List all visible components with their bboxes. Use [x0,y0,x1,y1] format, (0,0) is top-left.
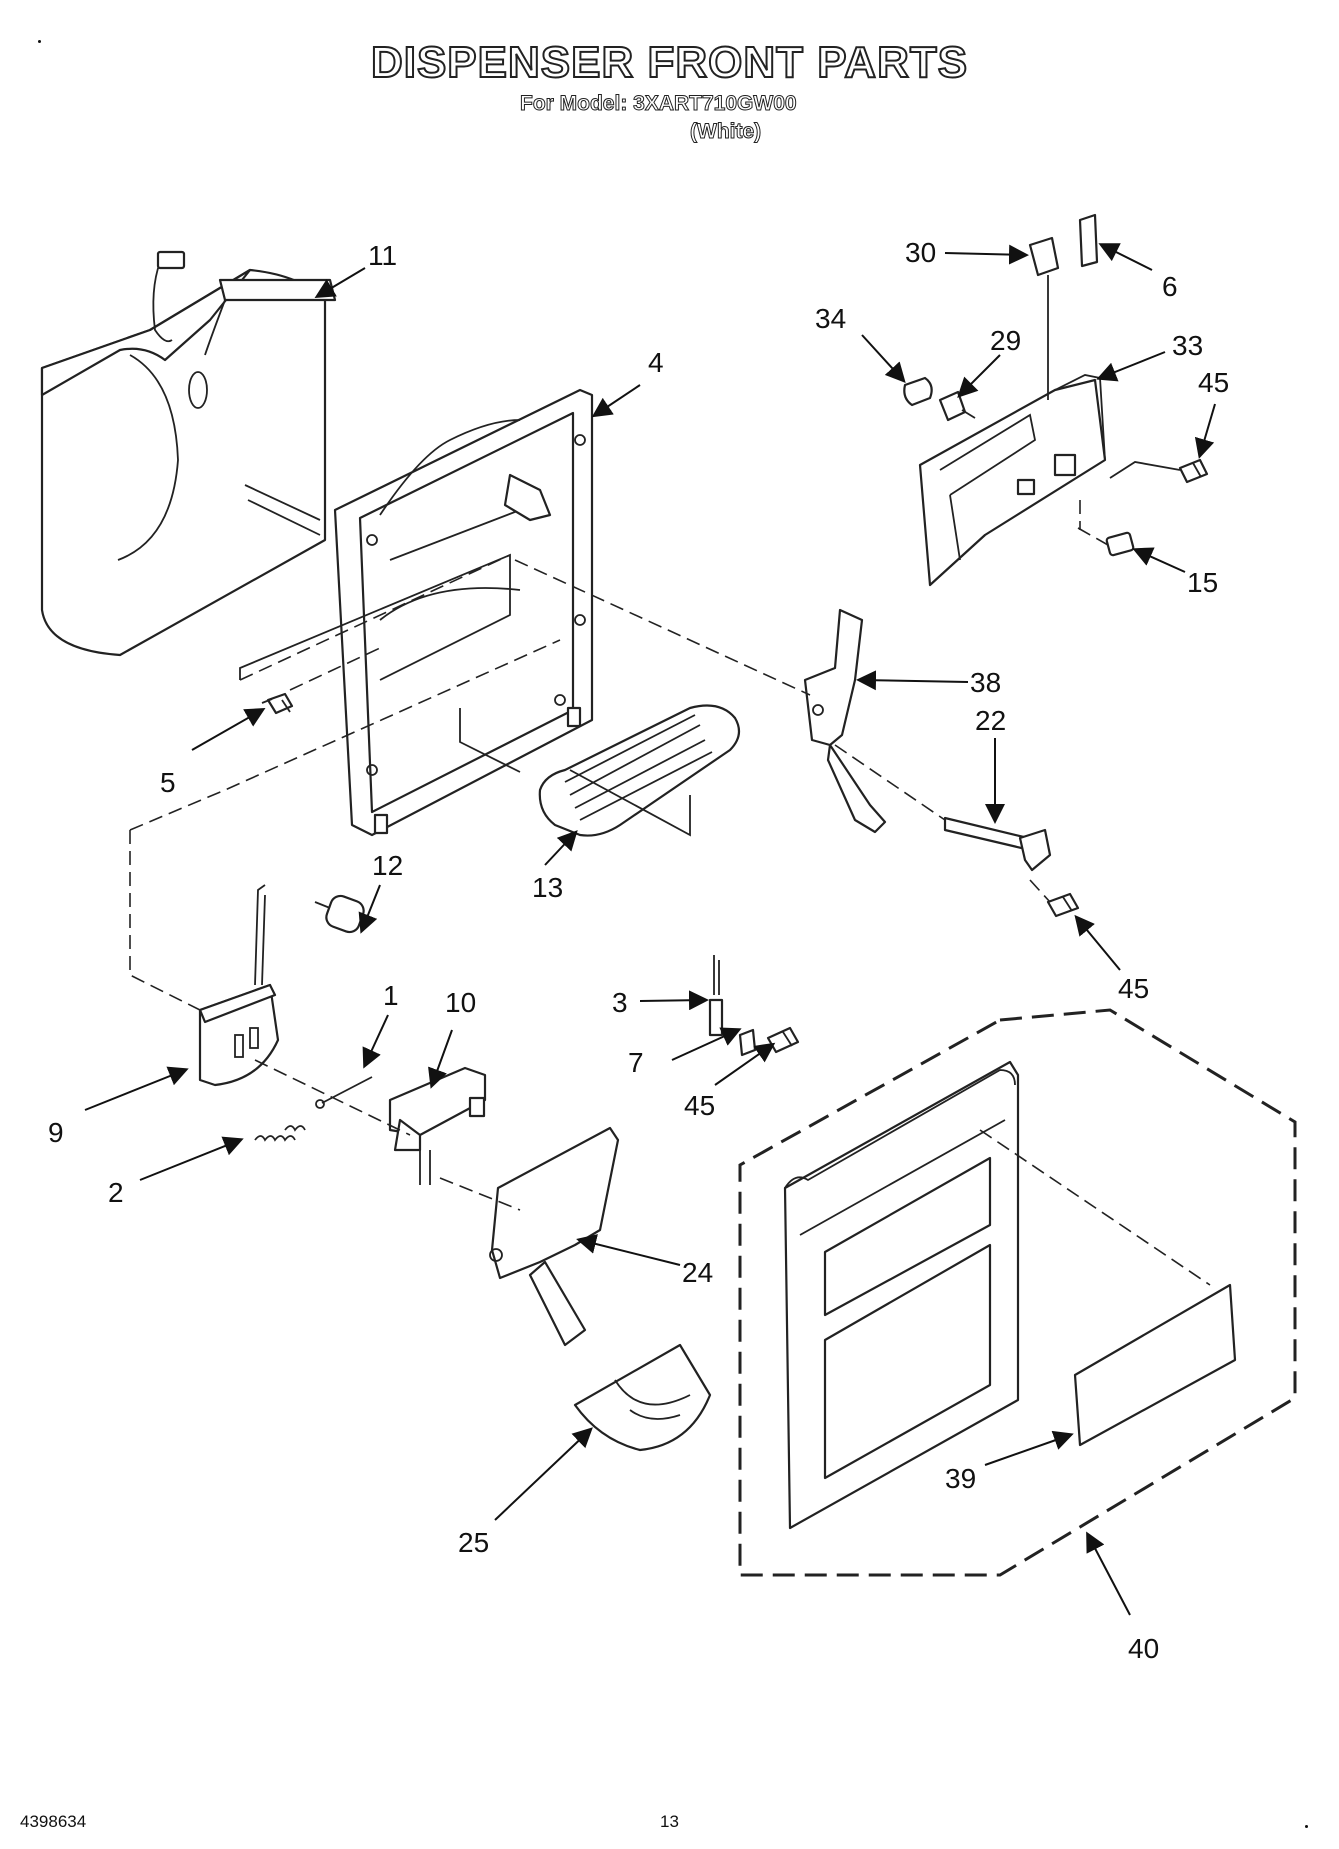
callout-12: 12 [372,850,403,881]
part-39-panel [783,1060,1237,1530]
part-12-solenoid [314,894,365,934]
part-38-lever [803,608,887,834]
callout-22: 22 [975,705,1006,736]
callout-7: 7 [628,1047,644,1078]
part-7-insulator [738,1028,757,1057]
callout-15: 15 [1187,567,1218,598]
callout-45-top: 45 [1198,367,1229,398]
callout-45-right: 45 [1118,973,1149,1004]
color-variant: (White) [689,120,762,144]
part-29-socket [938,390,976,422]
part-3-switch [708,955,724,1037]
part-6-plate [1078,213,1099,268]
callout-9: 9 [48,1117,64,1148]
part-45-screw-center [766,1026,800,1054]
callout-3: 3 [612,987,628,1018]
part-2-spring [254,1125,306,1142]
page-number: 13 [660,1812,679,1831]
callout-39: 39 [945,1463,976,1494]
document-number: 4398634 [20,1812,87,1831]
part-13-drip-tray [538,704,741,837]
part-45-screw-top [1178,458,1209,484]
callout-33: 33 [1172,330,1203,361]
callout-5: 5 [160,767,176,798]
callout-45-center: 45 [684,1090,715,1121]
part-24-lever [489,1126,620,1347]
part-10-mount [388,1066,487,1185]
part-33-housing [918,374,1107,587]
callout-29: 29 [990,325,1021,356]
part-5-screw [261,692,294,715]
part-30-switch [1028,236,1060,400]
leader-arrows [84,243,1216,1616]
callout-4: 4 [648,347,664,378]
part-22-shaft [943,816,1052,872]
part-15-switch [1105,531,1135,557]
assembly-lines [129,461,1211,1286]
part-9-bracket [198,884,280,1087]
part-25-chute [573,1343,712,1452]
callout-1: 1 [383,980,399,1011]
callout-25: 25 [458,1527,489,1558]
part-45-screw-right [1046,892,1080,918]
scan-dot [38,40,41,43]
callout-24: 24 [682,1257,713,1288]
callout-2: 2 [108,1177,124,1208]
callout-30: 30 [905,237,936,268]
part-11-housing [40,250,337,657]
callout-40: 40 [1128,1633,1159,1664]
callout-6: 6 [1162,271,1178,302]
part-1-pin [315,1076,373,1109]
scan-dot [1305,1825,1308,1828]
callout-38: 38 [970,667,1001,698]
callout-11: 11 [368,240,397,271]
part-34-lamp [903,376,933,407]
callout-13: 13 [532,872,563,903]
page-title: DISPENSER FRONT PARTS [370,37,969,88]
callout-34: 34 [815,303,846,334]
callout-labels: 11 4 5 12 13 1 10 9 2 24 25 3 7 45 30 6 … [48,237,1229,1664]
callout-10: 10 [445,987,476,1018]
model-line: For Model: 3XART710GW00 [520,92,798,116]
part-4-frame [333,388,594,837]
part-40-panel-assembly [738,1008,1297,1577]
